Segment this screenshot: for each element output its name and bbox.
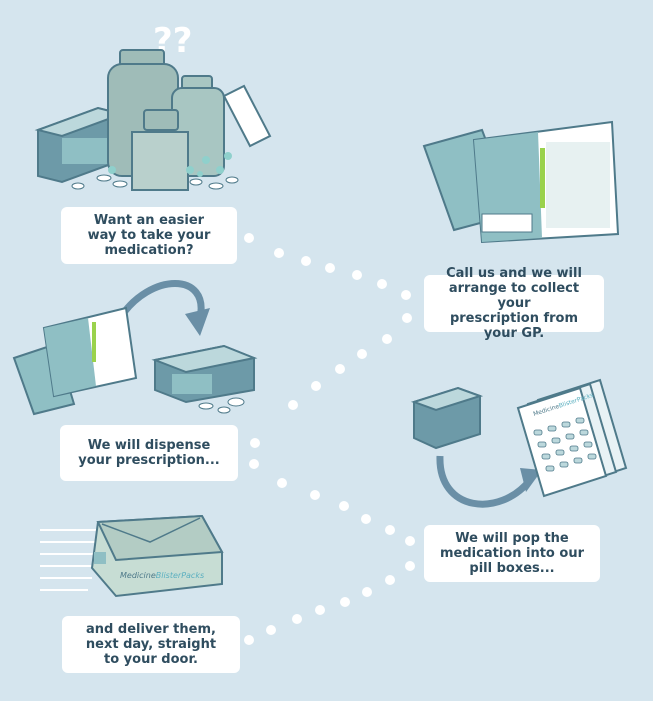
step-collect: Call us and we will arrange to collect y…: [424, 266, 604, 341]
medicine-bottles-icon: ??: [34, 21, 272, 191]
blister-pack-icon: MedicineBlisterPacks: [410, 378, 628, 508]
step-ask: Want an easier way to take your medicati…: [61, 207, 237, 264]
step-dispense: We will dispense your prescription...: [60, 425, 238, 481]
curved-arrow-icon: [436, 455, 533, 508]
delivery-parcel-icon: MedicineBlisterPacks: [40, 514, 224, 598]
step-deliver: and deliver them, next day, straight to …: [62, 616, 240, 673]
dispense-illustration: [12, 280, 258, 416]
pill-icon: [198, 397, 245, 414]
prescription-forms-icon: [422, 120, 620, 244]
curved-arrow-icon: [117, 280, 205, 320]
step-pack: We will pop the medication into our pill…: [424, 525, 600, 582]
svg-text:MedicineBlisterPacks: MedicineBlisterPacks: [120, 571, 204, 580]
